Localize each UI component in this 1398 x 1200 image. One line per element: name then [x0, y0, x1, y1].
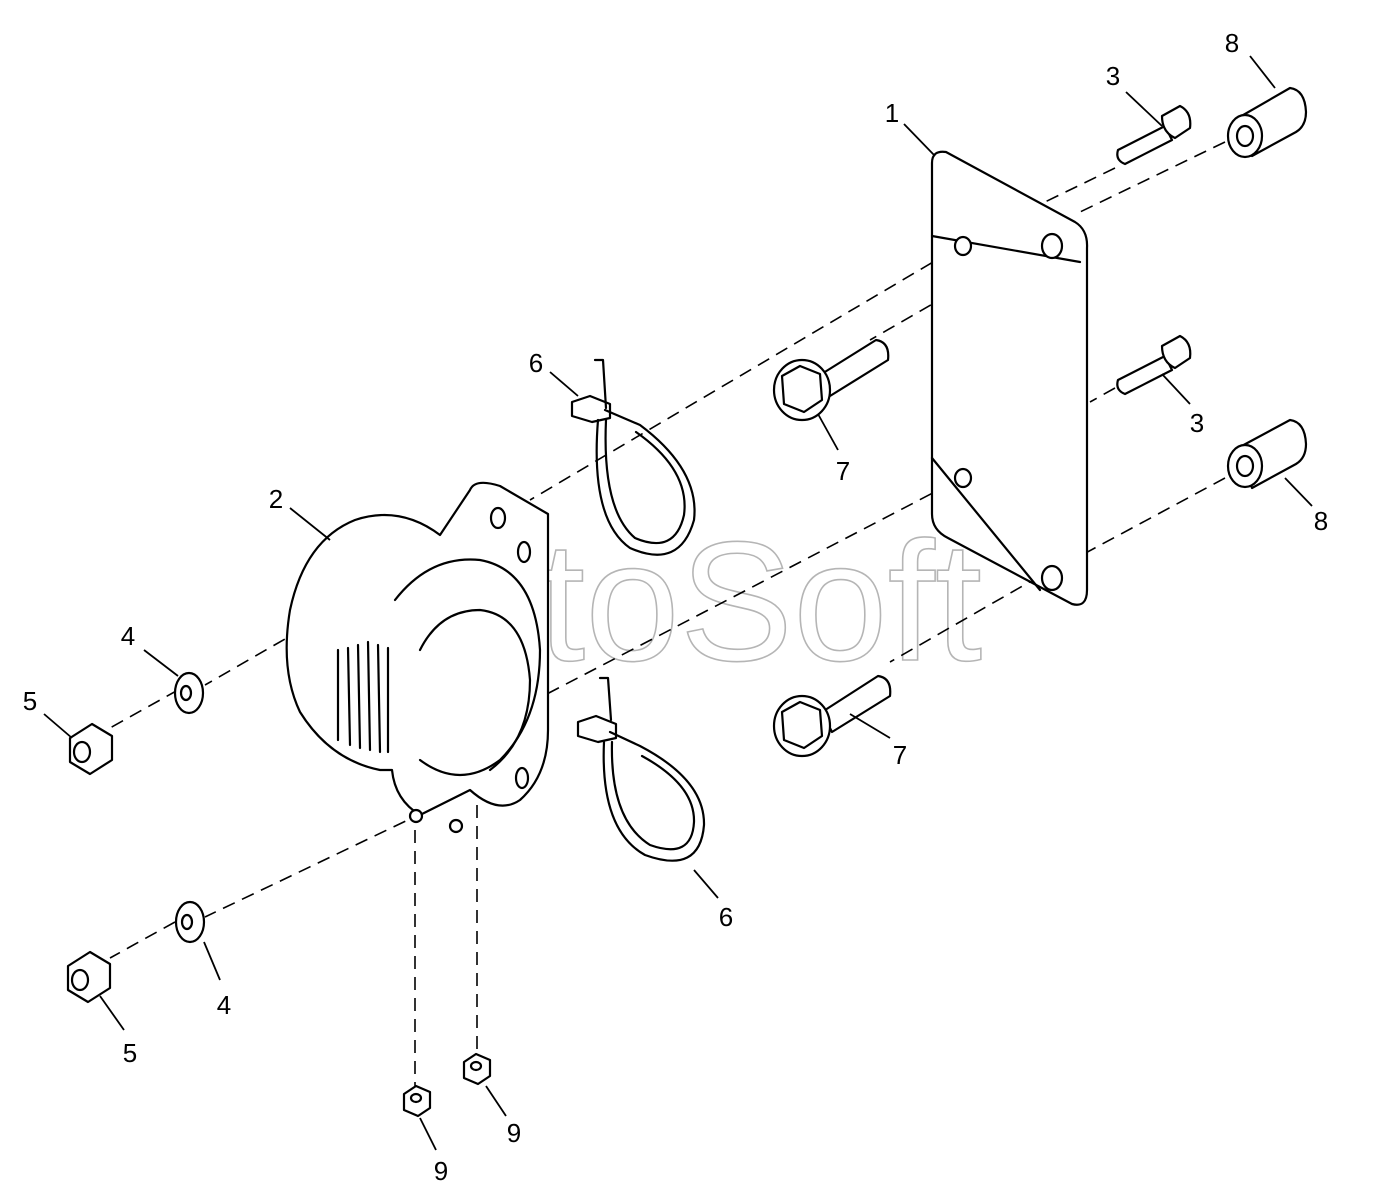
callout-3-lower: 3 — [1190, 408, 1204, 438]
spacer-part-8-lower — [1226, 418, 1308, 490]
callout-6-lower: 6 — [719, 902, 733, 932]
callout-labels: 1 2 3 3 4 4 5 5 6 6 7 7 8 8 9 9 — [23, 28, 1328, 1186]
connector-housing-part-2 — [285, 481, 550, 834]
cable-tie-part-6-upper — [570, 358, 696, 556]
cable-tie-part-6-lower — [576, 676, 706, 862]
mounting-plate-part-1 — [930, 150, 1089, 606]
washer-part-4-upper — [173, 671, 205, 715]
callout-leader-lines — [43, 55, 1313, 1151]
callout-4-upper: 4 — [121, 621, 135, 651]
callout-8-upper: 8 — [1225, 28, 1239, 58]
callout-5-lower: 5 — [123, 1038, 137, 1068]
bolt-part-3-lower — [1116, 334, 1192, 396]
callout-6-upper: 6 — [529, 348, 543, 378]
callout-7-lower: 7 — [893, 740, 907, 770]
flange-bolt-part-7-lower — [772, 674, 892, 758]
callout-3-upper: 3 — [1106, 61, 1120, 91]
callout-2: 2 — [269, 484, 283, 514]
flange-bolt-part-7-upper — [772, 338, 890, 422]
callout-7-upper: 7 — [836, 456, 850, 486]
callout-8-lower: 8 — [1314, 506, 1328, 536]
callout-1: 1 — [885, 98, 899, 128]
small-nut-part-9-left — [402, 1084, 432, 1118]
callout-9-left: 9 — [434, 1156, 448, 1186]
callout-5-upper: 5 — [23, 686, 37, 716]
callout-4-lower: 4 — [217, 990, 231, 1020]
spacer-part-8-upper — [1226, 86, 1308, 159]
callout-9-right: 9 — [507, 1118, 521, 1148]
nut-part-5-lower — [66, 950, 112, 1004]
small-nut-part-9-right — [462, 1052, 492, 1086]
bolt-part-3-upper — [1116, 104, 1192, 166]
washer-part-4-lower — [174, 900, 206, 944]
nut-part-5-upper — [68, 722, 114, 776]
